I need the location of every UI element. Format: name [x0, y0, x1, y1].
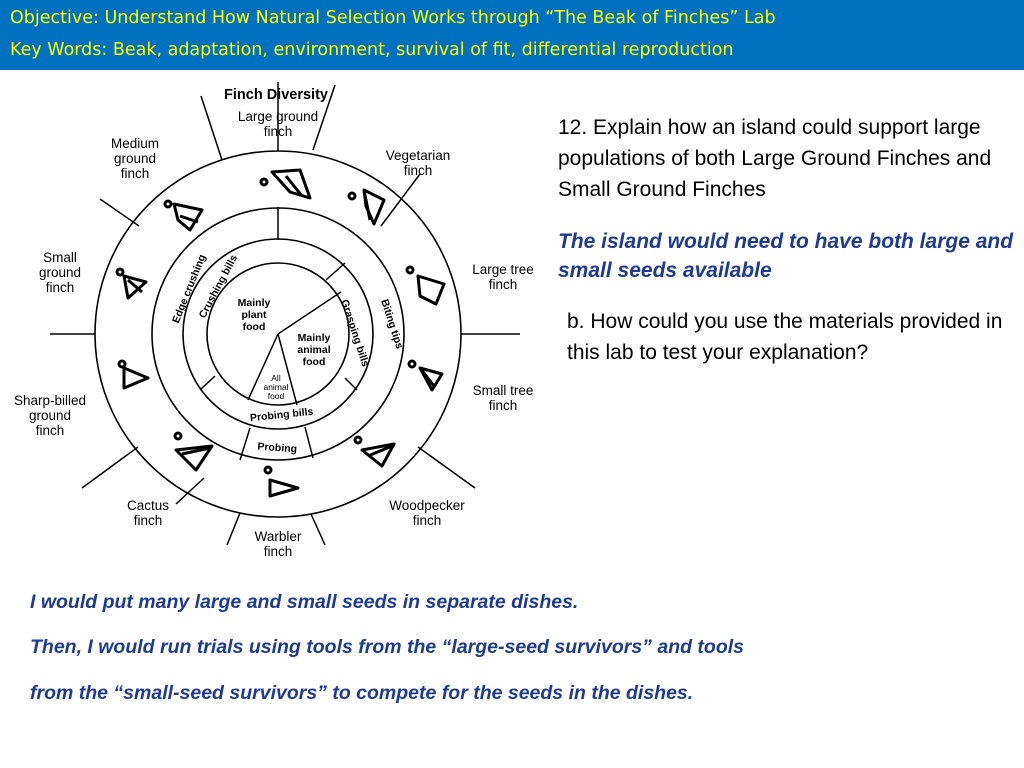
question-b: b. How could you use the materials provi… — [567, 310, 1003, 364]
label-line: Large tree — [472, 262, 534, 277]
label-line: ground — [39, 265, 81, 280]
large-ground-beak-icon — [259, 168, 312, 200]
answer-b-line-1: I would put many large and small seeds i… — [30, 591, 579, 613]
label-line: ground — [114, 151, 156, 166]
label-line: finch — [46, 280, 75, 295]
label-line: animal — [263, 382, 288, 392]
keywords-text: Key Words: Beak, adaptation, environment… — [10, 40, 734, 60]
small-ground-beak-icon — [115, 267, 148, 300]
label-line: Woodpecker — [389, 498, 465, 513]
label-line: finch — [36, 423, 65, 438]
label-line: All — [271, 373, 281, 383]
label-line: finch — [489, 277, 518, 292]
label-line: finch — [404, 163, 433, 178]
label-line: Vegetarian — [386, 148, 451, 163]
label-probing-bills: Probing bills — [249, 406, 314, 425]
label-line: Large ground — [238, 109, 318, 124]
small-tree-beak-icon — [407, 359, 444, 392]
label-line: Cactus — [127, 498, 169, 513]
warbler-beak-icon — [263, 465, 300, 498]
cactus-beak-icon — [173, 431, 214, 472]
question-12: 12. Explain how an island could support … — [558, 116, 992, 201]
sharp-billed-beak-icon — [117, 359, 150, 390]
large-tree-beak-icon — [405, 265, 446, 306]
label-line: finch — [121, 166, 150, 181]
label-line: Sharp-billed — [14, 393, 86, 408]
label-line: food — [268, 391, 285, 401]
label-line: finch — [489, 398, 518, 413]
label-line: Medium — [111, 136, 159, 151]
label-grasping-bills: Grasping bills — [338, 298, 371, 368]
label-line: ground — [29, 408, 71, 423]
answer-b-line-2: Then, I would run trials using tools fro… — [30, 636, 745, 658]
label-line: food — [243, 321, 266, 333]
label-line: Small tree — [473, 383, 534, 398]
label-line: Warbler — [255, 529, 302, 544]
label-line: animal — [297, 344, 330, 356]
diagram-title: Finch Diversity — [224, 87, 328, 103]
label-line: Mainly — [298, 332, 331, 344]
label-line: finch — [264, 544, 293, 559]
objective-text: Objective: Understand How Natural Select… — [10, 8, 776, 28]
medium-ground-beak-icon — [163, 199, 204, 232]
label-line: plant — [241, 309, 267, 321]
answer-12: The island would need to have both large… — [558, 230, 1014, 282]
label-line: food — [303, 356, 326, 368]
woodpecker-beak-icon — [353, 435, 396, 468]
label-line: finch — [134, 513, 163, 528]
label-line: Small — [43, 250, 77, 265]
title-banner: Objective: Understand How Natural Select… — [0, 0, 1024, 70]
label-line: finch — [413, 513, 442, 528]
answer-b-line-3: from the “small-seed survivors” to compe… — [30, 682, 694, 704]
vegetarian-beak-icon — [347, 188, 386, 226]
beak-ring-inner — [206, 262, 350, 406]
label-line: finch — [264, 124, 293, 139]
label-probing: Probing — [257, 441, 297, 456]
label-line: Mainly — [238, 297, 271, 309]
